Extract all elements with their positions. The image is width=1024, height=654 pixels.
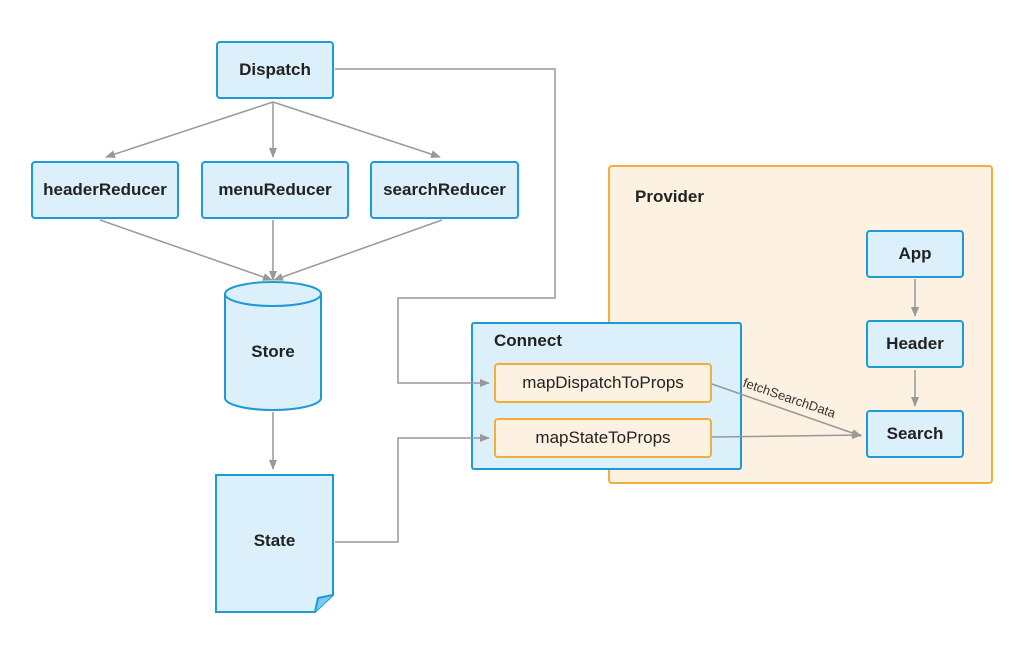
header-reducer-node: headerReducer — [31, 161, 179, 219]
edge-header-reducer-store — [99, 219, 273, 281]
dispatch-node: Dispatch — [216, 41, 334, 99]
map-dispatch-to-props-node: mapDispatchToProps — [494, 363, 712, 403]
search-reducer-node: searchReducer — [370, 161, 519, 219]
store-label: Store — [251, 342, 295, 361]
provider-label: Provider — [635, 187, 704, 206]
menu-reducer-node: menuReducer — [201, 161, 349, 219]
edge-dispatch-search-reducer — [272, 101, 441, 158]
edge-map-state-search — [711, 431, 862, 440]
edge-search-reducer-store — [273, 219, 443, 281]
header-node: Header — [866, 320, 964, 368]
edge-dispatch-map-dispatch — [335, 68, 556, 387]
state-document — [215, 474, 334, 613]
connect-label: Connect — [494, 331, 562, 350]
app-node: App — [866, 230, 964, 278]
edge-state-map-state — [335, 434, 490, 543]
map-state-to-props-node: mapStateToProps — [494, 418, 712, 458]
edge-dispatch-header-reducer — [105, 101, 274, 158]
search-node: Search — [866, 410, 964, 458]
edge-map-dispatch-search — [711, 383, 862, 437]
store-cylinder — [224, 281, 322, 411]
state-label: State — [253, 531, 296, 550]
